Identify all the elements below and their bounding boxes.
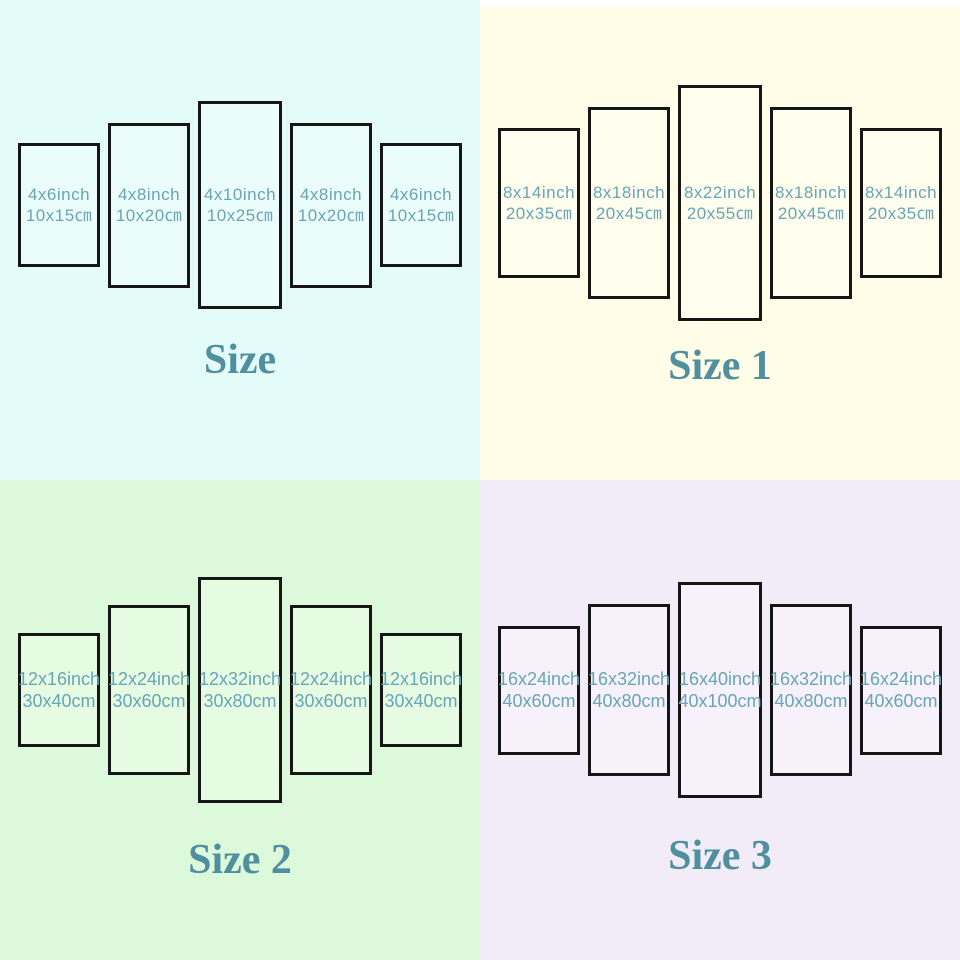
panel-size-inch: 4x6inch — [389, 185, 453, 204]
canvas-panel: 4x6inch 10x15㎝ — [18, 143, 100, 267]
panel-size-inch: 16x32inch — [587, 669, 671, 689]
panel-size-label: 4x6inch 10x15㎝ — [388, 146, 454, 264]
canvas-panel: 12x16inch 30x40cm — [380, 633, 462, 747]
panel-size-cm: 20x35㎝ — [867, 204, 935, 223]
quadrant-title: Size 1 — [668, 343, 772, 389]
canvas-panel: 12x16inch 30x40cm — [18, 633, 100, 747]
panel-size-inch: 4x8inch — [117, 185, 181, 204]
panel-size-cm: 40x80cm — [592, 691, 666, 711]
panel-size-inch: 12x16inch — [379, 669, 463, 689]
canvas-panel: 12x32inch 30x80cm — [198, 577, 282, 803]
panel-size-label: 8x14inch 20x35㎝ — [503, 131, 575, 275]
canvas-panel: 8x18inch 20x45㎝ — [588, 107, 670, 299]
canvas-panel: 8x14inch 20x35㎝ — [498, 128, 580, 278]
canvas-panel: 8x22inch 20x55㎝ — [678, 85, 762, 321]
panel-size-label: 12x24inch 30x60cm — [108, 608, 190, 772]
canvas-panel: 16x32inch 40x80cm — [770, 604, 852, 776]
canvas-panel: 12x24inch 30x60cm — [108, 605, 190, 775]
panel-size-cm: 20x45㎝ — [595, 204, 663, 223]
canvas-panel: 8x14inch 20x35㎝ — [860, 128, 942, 278]
panel-size-label: 4x8inch 10x20㎝ — [298, 126, 364, 285]
quadrant-size-1: 8x14inch 20x35㎝ 8x18inch 20x45㎝ 8x22inch… — [480, 0, 960, 480]
panel-size-label: 8x18inch 20x45㎝ — [775, 110, 847, 296]
panel-size-cm: 10x15㎝ — [387, 206, 455, 225]
panel-size-label: 4x10inch 10x25㎝ — [204, 104, 276, 306]
panel-size-inch: 8x22inch — [683, 183, 757, 202]
panel-size-cm: 20x55㎝ — [686, 204, 754, 223]
panel-size-inch: 8x14inch — [502, 183, 576, 202]
panel-size-inch: 16x24inch — [497, 669, 581, 689]
panel-group: 16x24inch 40x60cm 16x32inch 40x80cm 16x4… — [480, 480, 960, 900]
panel-size-cm: 30x80cm — [203, 691, 277, 711]
panel-size-inch: 8x18inch — [592, 183, 666, 202]
panel-size-label: 4x8inch 10x20㎝ — [116, 126, 182, 285]
canvas-panel: 4x8inch 10x20㎝ — [108, 122, 190, 288]
panel-size-cm: 40x100cm — [678, 691, 762, 711]
quadrant-title: Size — [203, 337, 277, 383]
panel-size-inch: 4x10inch — [203, 185, 277, 204]
panel-size-cm: 30x40cm — [384, 691, 458, 711]
quadrant-title: Size 3 — [668, 833, 772, 879]
quadrant-size-3: 16x24inch 40x60cm 16x32inch 40x80cm 16x4… — [480, 480, 960, 960]
canvas-panel: 4x6inch 10x15㎝ — [380, 143, 462, 267]
canvas-panel: 16x24inch 40x60cm — [498, 625, 580, 755]
panel-size-inch: 8x18inch — [774, 183, 848, 202]
panel-size-inch: 4x8inch — [299, 185, 363, 204]
panel-size-cm: 40x60cm — [502, 691, 576, 711]
panel-size-inch: 16x24inch — [859, 669, 943, 689]
panel-size-label: 16x32inch 40x80cm — [588, 607, 670, 773]
panel-size-inch: 16x40inch — [678, 669, 762, 689]
panel-size-inch: 12x32inch — [198, 669, 282, 689]
panel-group: 4x6inch 10x15㎝ 4x8inch 10x20㎝ 4x10inch 1… — [0, 0, 480, 410]
panel-size-inch: 12x24inch — [107, 669, 191, 689]
panel-group: 8x14inch 20x35㎝ 8x18inch 20x45㎝ 8x22inch… — [480, 0, 960, 406]
panel-size-label: 16x32inch 40x80cm — [770, 607, 852, 773]
panel-size-label: 12x16inch 30x40cm — [18, 636, 100, 744]
canvas-panel: 16x40inch 40x100cm — [678, 582, 762, 798]
panel-size-cm: 30x60cm — [112, 691, 186, 711]
panel-size-label: 4x6inch 10x15㎝ — [26, 146, 92, 264]
canvas-panel: 4x8inch 10x20㎝ — [290, 122, 372, 288]
panel-size-inch: 16x32inch — [769, 669, 853, 689]
panel-size-label: 16x40inch 40x100cm — [678, 585, 761, 795]
panel-size-cm: 40x60cm — [864, 691, 938, 711]
panel-size-label: 16x24inch 40x60cm — [860, 629, 942, 752]
panel-size-cm: 10x20㎝ — [297, 206, 365, 225]
panel-size-inch: 4x6inch — [27, 185, 91, 204]
quadrant-size-2: 12x16inch 30x40cm 12x24inch 30x60cm 12x3… — [0, 480, 480, 960]
panel-size-cm: 10x25㎝ — [206, 206, 274, 225]
canvas-panel: 4x10inch 10x25㎝ — [198, 101, 282, 309]
panel-size-cm: 10x15㎝ — [25, 206, 93, 225]
panel-size-inch: 12x24inch — [289, 669, 373, 689]
canvas-panel: 16x24inch 40x60cm — [860, 625, 942, 755]
panel-size-cm: 20x45㎝ — [777, 204, 845, 223]
panel-size-label: 16x24inch 40x60cm — [498, 629, 580, 752]
panel-size-inch: 8x14inch — [864, 183, 938, 202]
panel-size-cm: 20x35㎝ — [505, 204, 573, 223]
panel-size-cm: 30x60cm — [294, 691, 368, 711]
canvas-panel: 8x18inch 20x45㎝ — [770, 107, 852, 299]
panel-size-cm: 40x80cm — [774, 691, 848, 711]
canvas-panel: 12x24inch 30x60cm — [290, 605, 372, 775]
panel-size-cm: 30x40cm — [22, 691, 96, 711]
panel-size-label: 12x32inch 30x80cm — [199, 580, 281, 800]
panel-size-cm: 10x20㎝ — [115, 206, 183, 225]
quadrant-size: 4x6inch 10x15㎝ 4x8inch 10x20㎝ 4x10inch 1… — [0, 0, 480, 480]
canvas-panel: 16x32inch 40x80cm — [588, 604, 670, 776]
quadrant-title: Size 2 — [188, 837, 292, 883]
panel-size-label: 8x14inch 20x35㎝ — [865, 131, 937, 275]
panel-size-label: 8x22inch 20x55㎝ — [684, 88, 756, 318]
panel-size-label: 8x18inch 20x45㎝ — [593, 110, 665, 296]
panel-group: 12x16inch 30x40cm 12x24inch 30x60cm 12x3… — [0, 480, 480, 900]
panel-size-label: 12x16inch 30x40cm — [380, 636, 462, 744]
panel-size-inch: 12x16inch — [17, 669, 101, 689]
panel-size-label: 12x24inch 30x60cm — [290, 608, 372, 772]
